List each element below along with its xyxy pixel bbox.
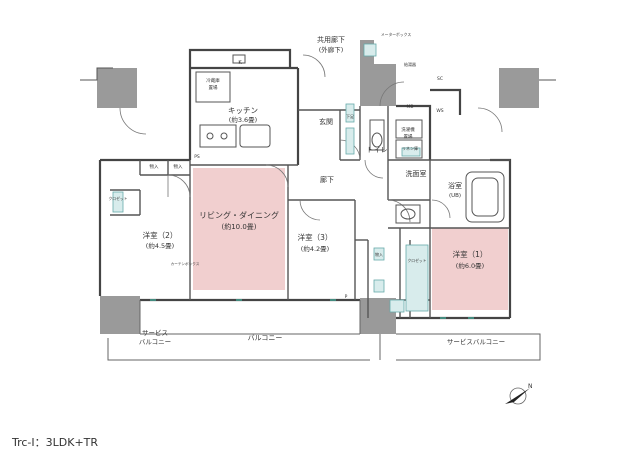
label-storage-right: 物入 [375,251,383,257]
column-top-left [97,68,137,108]
bath-fixtures [369,119,505,224]
label-corridor: 廊下 [320,175,334,184]
label-curtain: カーテンボックス [171,261,200,266]
label-living-size: (約10.0畳) [221,222,256,231]
label-closet-right: クロゼット [408,258,427,263]
label-living: リビング・ダイニング [199,210,279,220]
label-common-corridor-sub: (外廊下) [319,45,344,54]
label-service-balcony-right: サービスバルコニー [447,337,505,346]
label-water-heater: 給湯器 [404,61,416,67]
label-ps: PS [194,154,200,160]
label-washer-2: 置場 [404,133,413,140]
label-service-balcony-left-1: サービス [142,328,168,337]
balcony-outlines [107,300,541,361]
label-closet-left: クロゼット [109,196,128,201]
living-dining-highlight [193,168,285,290]
label-western1-size: (約6.0畳) [456,261,484,270]
western1-highlight [432,228,508,310]
column-bottom-left [100,296,140,334]
label-meter-box: メーターボックス [381,32,411,37]
column-top-right [499,68,539,108]
label-western3: 洋室（3） [298,232,333,242]
label-common-corridor: 共用廊下 [317,35,345,44]
label-kitchen: キッチン [228,106,258,115]
label-shoes: 下足 [346,114,354,119]
label-washroom: 洗面室 [406,169,427,178]
window-markers [150,299,474,319]
column-top-left-outline [80,67,113,81]
door-swings [119,54,503,223]
label-storage-left: 物入 [150,163,159,170]
label-washer-1: 洗濯機 [401,126,415,133]
column-top-mid [360,64,396,106]
label-storage-mid: 物入 [174,163,183,170]
label-western3-size: (約4.2畳) [301,244,329,253]
label-mb: MB [407,104,414,110]
label-bathroom-unit: (UB) [449,193,461,199]
interior-walls [110,106,510,318]
label-sc: SC [437,76,443,82]
label-balcony: バルコニー [248,334,283,342]
label-fridge-1: 冷蔵庫 [206,77,220,84]
label-western2: 洋室（2） [143,230,178,240]
label-bathroom: 浴室 [448,181,462,190]
label-ws: WS [436,108,443,114]
compass-icon: N [505,383,533,405]
label-fridge-2: 置場 [209,84,218,91]
plan-type-caption: Trc-I：3LDK+TR [12,436,99,449]
label-entrance: 玄関 [319,117,333,126]
kitchen-fixtures [195,54,271,148]
label-kitchen-size: (約3.6畳) [229,115,257,124]
label-toilet: トイレ [367,146,388,154]
label-western1: 洋室（1） [453,249,488,259]
svg-text:N: N [528,383,533,390]
storage-markers [112,43,429,313]
label-p: P [345,294,348,300]
label-service-balcony-left-2: バルコニー [139,338,171,346]
label-linen: リネン庫 [402,145,418,151]
label-kc: K [238,60,242,66]
label-western2-size: (約4.5畳) [146,241,174,250]
